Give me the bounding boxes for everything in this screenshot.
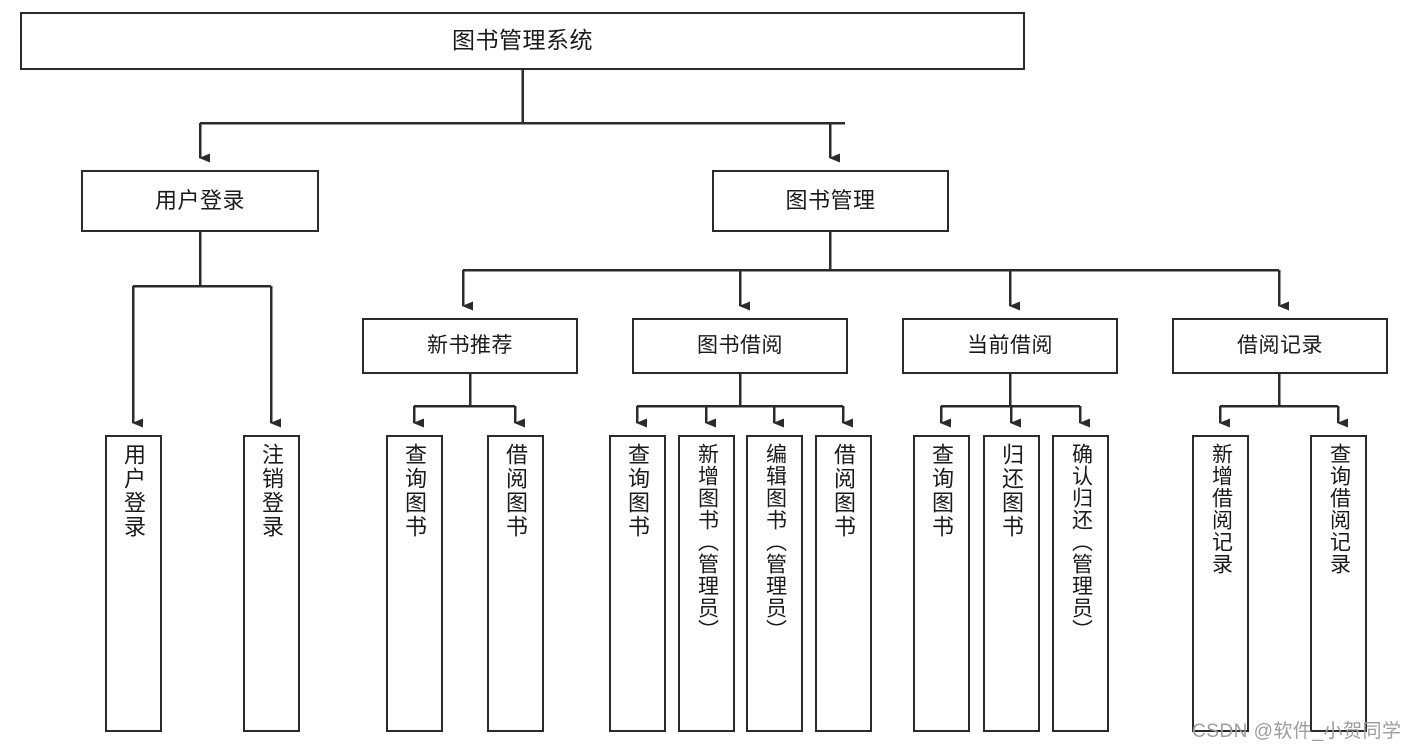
node-user-login[interactable]: 用户登录	[81, 170, 319, 232]
node-borrow-records-label: 借阅记录	[1237, 333, 1323, 357]
leaf-return-book-label: 归还图书	[999, 443, 1025, 539]
leaf-user-login-label: 用户登录	[121, 443, 147, 539]
node-borrow-records[interactable]: 借阅记录	[1172, 318, 1388, 374]
leaf-confirm-return-admin-label: 确认归还（管理员）	[1069, 443, 1093, 641]
leaf-add-borrow-record[interactable]: 新增借阅记录	[1192, 435, 1249, 732]
leaf-borrow-book-recommend[interactable]: 借阅图书	[487, 435, 544, 732]
leaf-user-logout-label: 注销登录	[259, 443, 285, 539]
leaf-confirm-return-admin[interactable]: 确认归还（管理员）	[1052, 435, 1109, 732]
leaf-user-login[interactable]: 用户登录	[105, 435, 162, 732]
leaf-query-book-current[interactable]: 查询图书	[913, 435, 970, 732]
leaf-borrow-book-recommend-label: 借阅图书	[503, 443, 529, 539]
leaf-query-book-recommend[interactable]: 查询图书	[386, 435, 443, 732]
leaf-edit-book-admin-label: 编辑图书（管理员）	[763, 443, 787, 641]
leaf-query-borrow-record-label: 查询借阅记录	[1327, 443, 1351, 575]
leaf-query-book-recommend-label: 查询图书	[402, 443, 428, 539]
leaf-return-book[interactable]: 归还图书	[983, 435, 1040, 732]
node-current-borrow[interactable]: 当前借阅	[902, 318, 1118, 374]
leaf-lend-book-label: 借阅图书	[831, 443, 857, 539]
node-new-book-recommend-label: 新书推荐	[427, 333, 513, 357]
leaf-user-logout[interactable]: 注销登录	[243, 435, 300, 732]
leaf-add-book-admin[interactable]: 新增图书（管理员）	[678, 435, 735, 732]
node-user-login-label: 用户登录	[154, 188, 245, 214]
node-book-borrow[interactable]: 图书借阅	[632, 318, 848, 374]
leaf-query-book-borrow-label: 查询图书	[625, 443, 651, 539]
node-book-management-label: 图书管理	[785, 188, 876, 214]
node-root[interactable]: 图书管理系统	[20, 12, 1025, 70]
csdn-watermark: CSDN @软件_小贺同学	[1192, 721, 1402, 742]
node-book-management[interactable]: 图书管理	[712, 170, 949, 232]
leaf-edit-book-admin[interactable]: 编辑图书（管理员）	[746, 435, 803, 732]
leaf-query-borrow-record[interactable]: 查询借阅记录	[1310, 435, 1367, 732]
leaf-lend-book[interactable]: 借阅图书	[815, 435, 872, 732]
leaf-add-borrow-record-label: 新增借阅记录	[1209, 443, 1233, 575]
leaf-add-book-admin-label: 新增图书（管理员）	[695, 443, 719, 641]
node-current-borrow-label: 当前借阅	[967, 333, 1053, 357]
leaf-query-book-borrow[interactable]: 查询图书	[609, 435, 666, 732]
leaf-query-book-current-label: 查询图书	[929, 443, 955, 539]
node-book-borrow-label: 图书借阅	[697, 333, 783, 357]
node-root-label: 图书管理系统	[452, 27, 593, 54]
node-new-book-recommend[interactable]: 新书推荐	[362, 318, 578, 374]
